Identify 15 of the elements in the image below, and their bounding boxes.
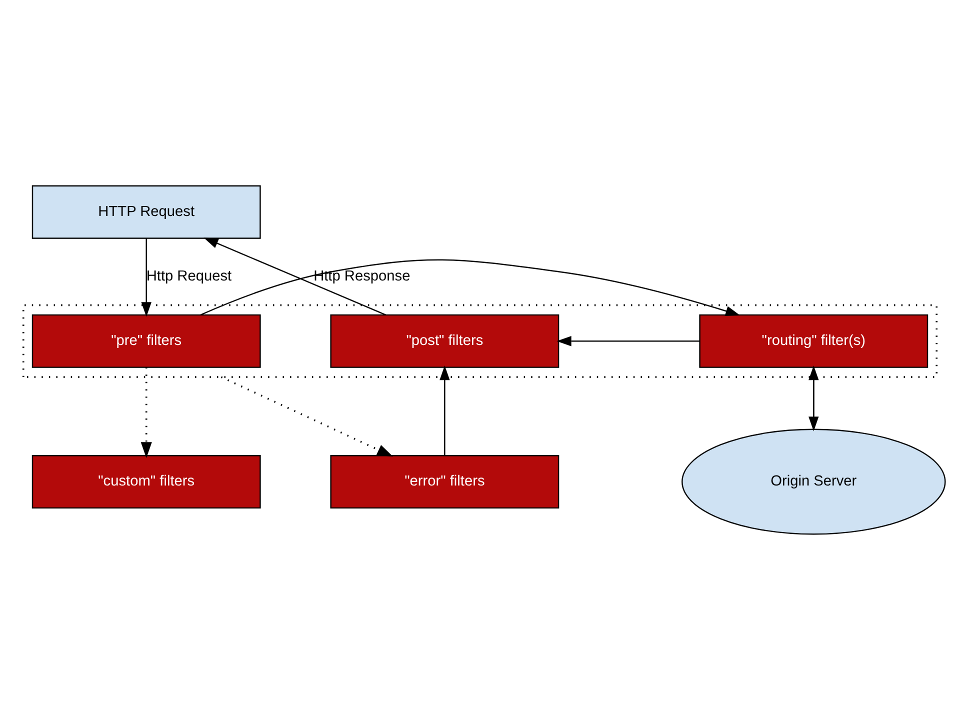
node-box: HTTP Request — [32, 185, 261, 239]
arrow — [204, 238, 386, 316]
arrow — [140, 367, 152, 458]
node-box: "custom" filters — [32, 454, 261, 509]
arrow — [440, 366, 450, 456]
arrow — [220, 376, 394, 457]
arrow — [556, 336, 700, 346]
node-box: "error" filters — [330, 454, 560, 509]
node-box: "post" filters — [330, 314, 560, 368]
arrow — [200, 259, 740, 316]
edge-label: Http Request — [146, 268, 232, 284]
node-box: "pre" filters — [32, 314, 261, 368]
arrow — [141, 238, 152, 317]
node-box: "routing" filter(s) — [699, 314, 928, 368]
node-ellipse: Origin Server — [682, 428, 946, 535]
